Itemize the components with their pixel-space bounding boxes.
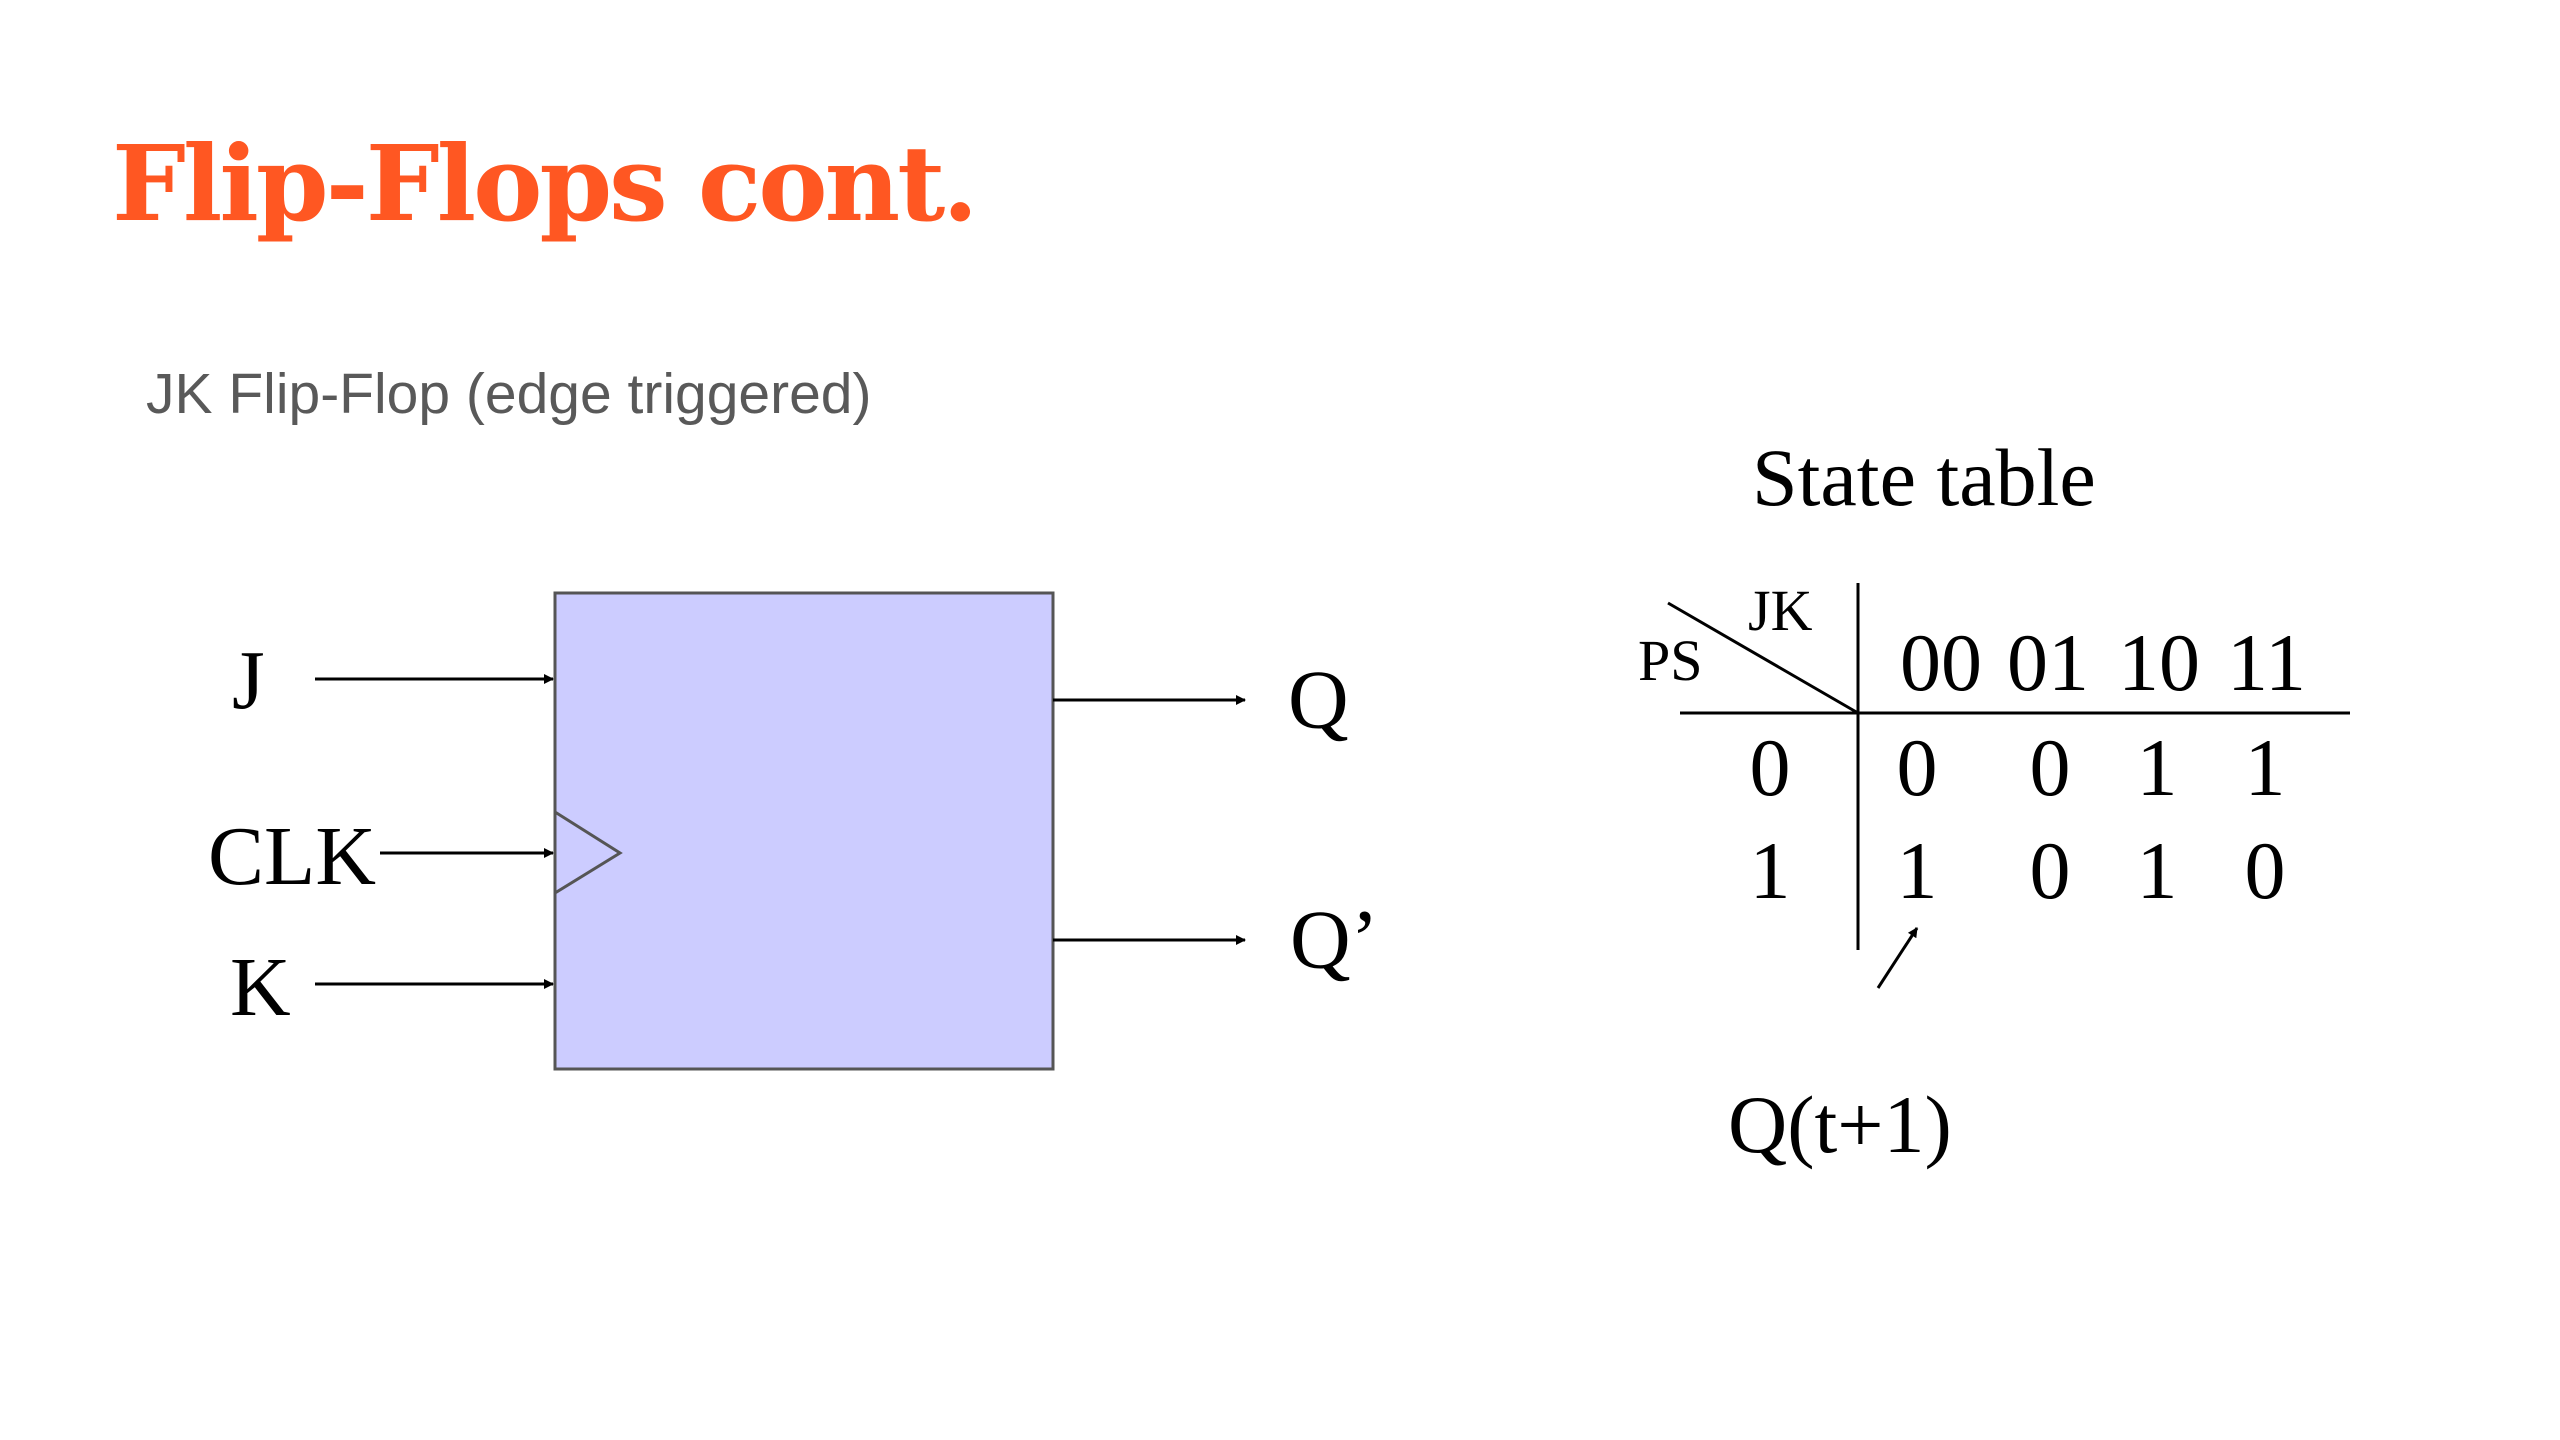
- column-header: 00: [1900, 617, 1982, 708]
- state-table: State table JK PS 00 01 10 11 0 0 0 1 1 …: [1638, 432, 2350, 1170]
- table-cell: 0: [1897, 722, 1938, 813]
- column-header: 10: [2118, 617, 2200, 708]
- table-cell: 0: [2030, 825, 2071, 916]
- slide-title: Flip-Flops cont.: [112, 122, 978, 245]
- table-cell: 1: [1897, 825, 1938, 916]
- row-ps-value: 0: [1750, 722, 1791, 813]
- state-table-title: State table: [1752, 432, 2096, 523]
- clock-edge-triangle: [554, 810, 623, 895]
- table-cell: 1: [2137, 722, 2178, 813]
- q-label: Q: [1288, 654, 1349, 747]
- table-cell: 1: [2137, 825, 2178, 916]
- slide-subtitle: JK Flip-Flop (edge triggered): [146, 362, 872, 426]
- corner-label-jk: JK: [1748, 578, 1813, 643]
- row-ps-value: 1: [1750, 825, 1791, 916]
- flipflop-block: [553, 591, 1055, 1071]
- q-bar-label: Q’: [1290, 894, 1379, 987]
- clk-label: CLK: [208, 810, 376, 903]
- k-label: K: [230, 941, 291, 1034]
- annotation-arrow: [1876, 927, 1919, 989]
- j-label: J: [232, 634, 265, 727]
- column-header: 01: [2007, 617, 2089, 708]
- column-header: 11: [2227, 617, 2306, 708]
- corner-diagonal: [1667, 601, 1859, 715]
- corner-label-ps: PS: [1638, 628, 1703, 693]
- table-cell: 1: [2245, 722, 2286, 813]
- annotation-label: Q(t+1): [1728, 1079, 1952, 1170]
- table-cell: 0: [2245, 825, 2286, 916]
- table-cell: 0: [2030, 722, 2071, 813]
